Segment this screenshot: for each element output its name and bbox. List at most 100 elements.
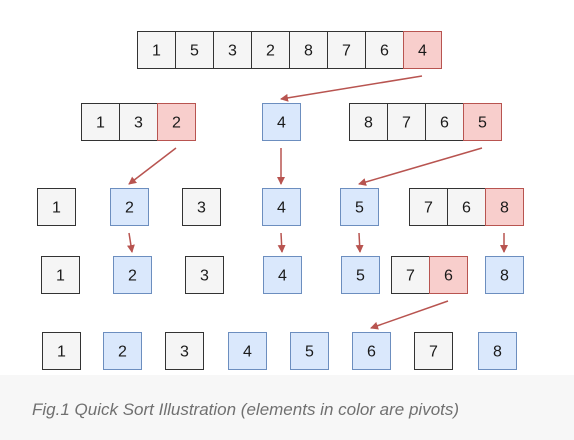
sorted-cell <box>103 332 142 370</box>
cell-value: 3 <box>180 344 189 361</box>
pivot-cell <box>429 256 468 294</box>
single-element: 3 <box>182 188 221 226</box>
figure-caption: Fig.1 Quick Sort Illustration (elements … <box>32 400 460 419</box>
partition-arrow <box>128 147 177 185</box>
cell-value: 4 <box>277 115 286 132</box>
single-element: 2 <box>113 256 152 294</box>
sorted-cell <box>113 256 152 294</box>
element-cell <box>251 31 290 69</box>
element-cell <box>119 103 158 141</box>
element-cell <box>37 188 76 226</box>
single-element: 8 <box>485 256 524 294</box>
cell-value: 2 <box>125 200 134 217</box>
single-element: 4 <box>263 256 302 294</box>
cell-value: 7 <box>429 344 438 361</box>
pivot-cell <box>157 103 196 141</box>
single-element: 1 <box>37 188 76 226</box>
element-cell <box>41 256 80 294</box>
element-cell <box>409 188 448 226</box>
sorted-cell <box>228 332 267 370</box>
cell-value: 1 <box>56 268 65 285</box>
arrows-layer <box>126 75 508 330</box>
cell-value: 3 <box>200 268 209 285</box>
element-cell <box>213 31 252 69</box>
cell-value: 1 <box>52 200 61 217</box>
cell-value: 5 <box>355 200 364 217</box>
cell-value: 1 <box>152 43 161 60</box>
cell-value: 1 <box>57 344 66 361</box>
cell-value: 4 <box>243 344 252 361</box>
element-cell <box>391 256 430 294</box>
partition-arrow <box>126 232 135 253</box>
cell-value: 3 <box>228 43 237 60</box>
element-cell <box>425 103 464 141</box>
cell-value: 8 <box>364 115 373 132</box>
partition-arrow <box>277 232 286 253</box>
sorted-cell <box>478 332 517 370</box>
single-element: 4 <box>228 332 267 370</box>
cell-value: 6 <box>367 344 376 361</box>
cell-value: 6 <box>444 268 453 285</box>
cell-value: 3 <box>134 115 143 132</box>
element-cell <box>414 332 453 370</box>
partition-arrow <box>358 147 483 186</box>
partition-arrow <box>355 232 364 253</box>
single-element: 1 <box>42 332 81 370</box>
cell-value: 5 <box>356 268 365 285</box>
single-element: 1 <box>41 256 80 294</box>
single-element: 5 <box>340 188 379 226</box>
cell-value: 7 <box>342 43 351 60</box>
sorted-cell <box>262 103 301 141</box>
cell-value: 1 <box>96 115 105 132</box>
sorted-cell <box>110 188 149 226</box>
cell-value: 6 <box>440 115 449 132</box>
cell-value: 5 <box>478 115 487 132</box>
element-cell <box>42 332 81 370</box>
cell-value: 5 <box>190 43 199 60</box>
cell-value: 6 <box>462 200 471 217</box>
cell-value: 4 <box>277 200 286 217</box>
single-element: 2 <box>110 188 149 226</box>
element-cell <box>165 332 204 370</box>
single-element: 8 <box>478 332 517 370</box>
sorted-cell <box>290 332 329 370</box>
element-cell <box>289 31 328 69</box>
array-segment: 1 3 2 <box>81 103 196 141</box>
cell-value: 3 <box>197 200 206 217</box>
sorted-cell <box>340 188 379 226</box>
element-cell <box>175 31 214 69</box>
cell-value: 6 <box>380 43 389 60</box>
cell-value: 2 <box>118 344 127 361</box>
single-element: 3 <box>185 256 224 294</box>
array-segment: 8 7 6 5 <box>349 103 502 141</box>
single-element: 3 <box>165 332 204 370</box>
single-element: 4 <box>262 188 301 226</box>
single-element: 5 <box>341 256 380 294</box>
partition-arrow <box>280 75 423 102</box>
cell-value: 2 <box>128 268 137 285</box>
single-element: 6 <box>352 332 391 370</box>
pivot-cell <box>485 188 524 226</box>
cell-value: 8 <box>304 43 313 60</box>
element-cell <box>81 103 120 141</box>
cell-value: 7 <box>406 268 415 285</box>
sorted-cell <box>262 188 301 226</box>
sorted-cell <box>352 332 391 370</box>
element-cell <box>182 188 221 226</box>
element-cell <box>447 188 486 226</box>
sorted-cell <box>263 256 302 294</box>
element-cell <box>349 103 388 141</box>
single-element: 5 <box>290 332 329 370</box>
cell-value: 2 <box>266 43 275 60</box>
cell-value: 8 <box>500 268 509 285</box>
element-cell <box>365 31 404 69</box>
sorted-cell <box>341 256 380 294</box>
sorted-cell <box>485 256 524 294</box>
cell-value: 7 <box>402 115 411 132</box>
cell-value: 2 <box>172 115 181 132</box>
